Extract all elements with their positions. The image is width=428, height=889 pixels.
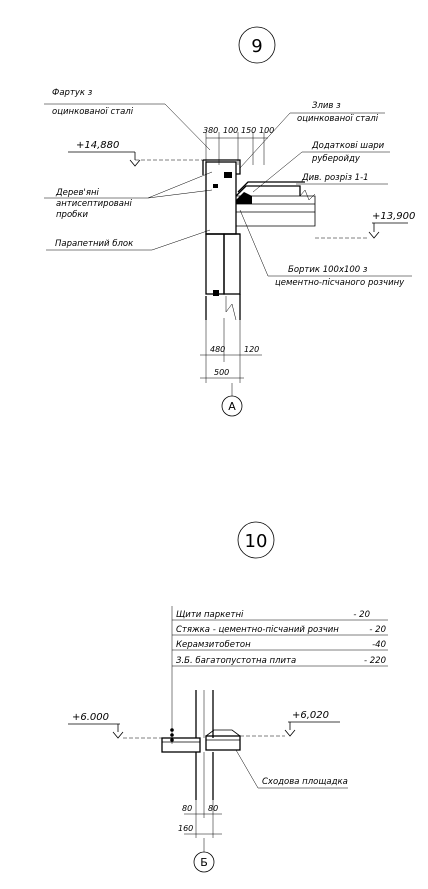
detail-number-circle-10 (237, 521, 275, 559)
level-top-value: +14,880 (76, 140, 119, 151)
bottom-dimensions-10: 80 80 160 (178, 800, 222, 852)
axis-label-10: Б (200, 856, 208, 869)
label-slope-line2: оцинкованої сталі (297, 114, 379, 124)
layer-1-value: - 20 (353, 610, 370, 620)
dim-160: 160 (178, 824, 193, 833)
label-layers-line1: Додаткові шари (311, 141, 385, 151)
detail-number-10: 10 (245, 531, 268, 552)
dim-500: 500 (214, 368, 229, 377)
dim-480: 480 (210, 345, 225, 354)
dim-380: 380 (203, 126, 218, 135)
label-plugs-line1: Дерев'яні (55, 188, 100, 198)
layers-leader (252, 151, 303, 193)
layer-2-name: Стяжка - цементно-пісчаний розчин (176, 625, 339, 635)
label-slope-line1: Злив з (312, 101, 341, 111)
label-apron-line2: оцинкованої сталі (52, 107, 134, 117)
apron-leader (164, 103, 211, 151)
layer-callout: Щити паркетні - 20 Стяжка - цементно-піс… (170, 606, 388, 744)
level-right-value: +6,020 (292, 710, 329, 721)
axis-bubble (221, 395, 243, 417)
label-plugs-line2: антисептировані (56, 199, 133, 209)
detail-10: 10 Щити паркетні - 20 Стяжка - цементно-… (68, 521, 388, 873)
layer-4-value: - 220 (364, 656, 386, 666)
detail-number-circle (238, 26, 276, 64)
level-roof-marker (368, 231, 380, 239)
layer-4-name: З.Б. багатопустотна плита (176, 656, 296, 666)
dim-100b: 100 (259, 126, 274, 135)
landing-leader (235, 749, 259, 789)
label-apron-line1: Фартук з (52, 88, 93, 98)
dim-150: 150 (241, 126, 256, 135)
curb-leader (239, 209, 269, 277)
detail-9: 9 Фартук з оцинкованої сталі Злив з оцин… (44, 26, 415, 417)
label-parapet-block: Парапетний блок (55, 239, 134, 249)
label-layers-line2: руберойду (311, 154, 361, 164)
dim-80-left: 80 (182, 804, 192, 813)
floor-structure (161, 690, 241, 800)
level-left-marker (112, 731, 124, 739)
dim-100: 100 (223, 126, 238, 135)
slope-leader (239, 112, 291, 169)
label-curb-line2: цементно-пісчаного розчину (275, 278, 405, 288)
parapet-leader (151, 229, 211, 251)
level-right-marker (284, 729, 296, 737)
level-roof-value: +13,900 (372, 211, 415, 222)
plugs-leader-1 (147, 171, 213, 199)
dim-80-right: 80 (208, 804, 218, 813)
plugs-leader-2 (147, 189, 213, 199)
bottom-dimensions: 480 120 500 (200, 318, 262, 396)
level-top-marker (129, 159, 141, 167)
axis-bubble-10 (193, 851, 215, 873)
level-left-value: +6.000 (72, 712, 109, 723)
detail-number: 9 (251, 36, 262, 57)
layer-1-name: Щити паркетні (176, 610, 244, 620)
label-curb-line1: Бортик 100х100 з (288, 265, 368, 275)
axis-label: А (228, 400, 236, 413)
top-dimensions: 380 100 150 100 (203, 126, 274, 165)
label-landing: Сходова площадка (262, 777, 348, 787)
parapet-structure (202, 159, 316, 321)
layer-2-value: - 20 (369, 625, 386, 635)
layer-3-name: Керамзитобетон (176, 640, 251, 650)
label-section-ref: Див. розріз 1-1 (301, 173, 369, 183)
dim-120: 120 (244, 345, 259, 354)
layer-3-value: -40 (372, 640, 386, 650)
label-plugs-line3: пробки (56, 210, 89, 220)
